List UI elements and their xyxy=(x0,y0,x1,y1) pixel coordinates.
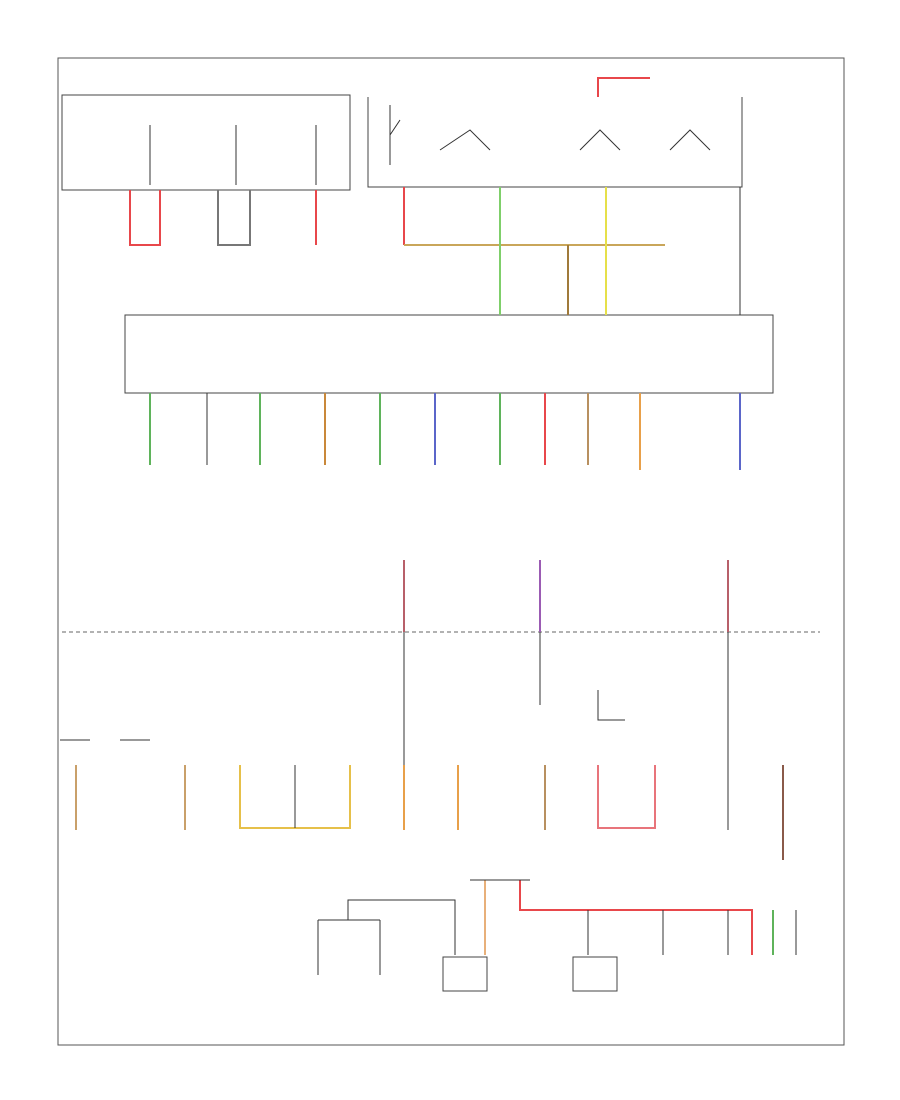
switch-2 xyxy=(439,129,491,151)
top-left-wires xyxy=(129,125,317,246)
diagram-border xyxy=(57,57,845,1046)
wire-red-top xyxy=(597,77,650,97)
switch-1 xyxy=(389,105,401,165)
top-right-switch-block xyxy=(367,97,743,188)
central-junction-block xyxy=(124,314,774,394)
switch-4 xyxy=(669,129,711,151)
b-left-harness xyxy=(318,899,456,955)
b-red-horizontal xyxy=(519,880,753,955)
top-right-wires xyxy=(389,77,741,315)
b-loop-red-orange xyxy=(597,765,656,829)
bottom-wires xyxy=(60,632,797,992)
wire-loop-gray xyxy=(217,190,251,246)
module-box-1 xyxy=(442,956,488,992)
top-left-fuse-block xyxy=(61,94,351,191)
module-box-2 xyxy=(572,956,618,992)
cross-feeds xyxy=(403,560,729,632)
b-relay-right xyxy=(597,690,625,721)
central-block-outputs xyxy=(149,393,741,470)
wire-loop-red xyxy=(129,190,161,246)
switch-3 xyxy=(579,129,621,151)
